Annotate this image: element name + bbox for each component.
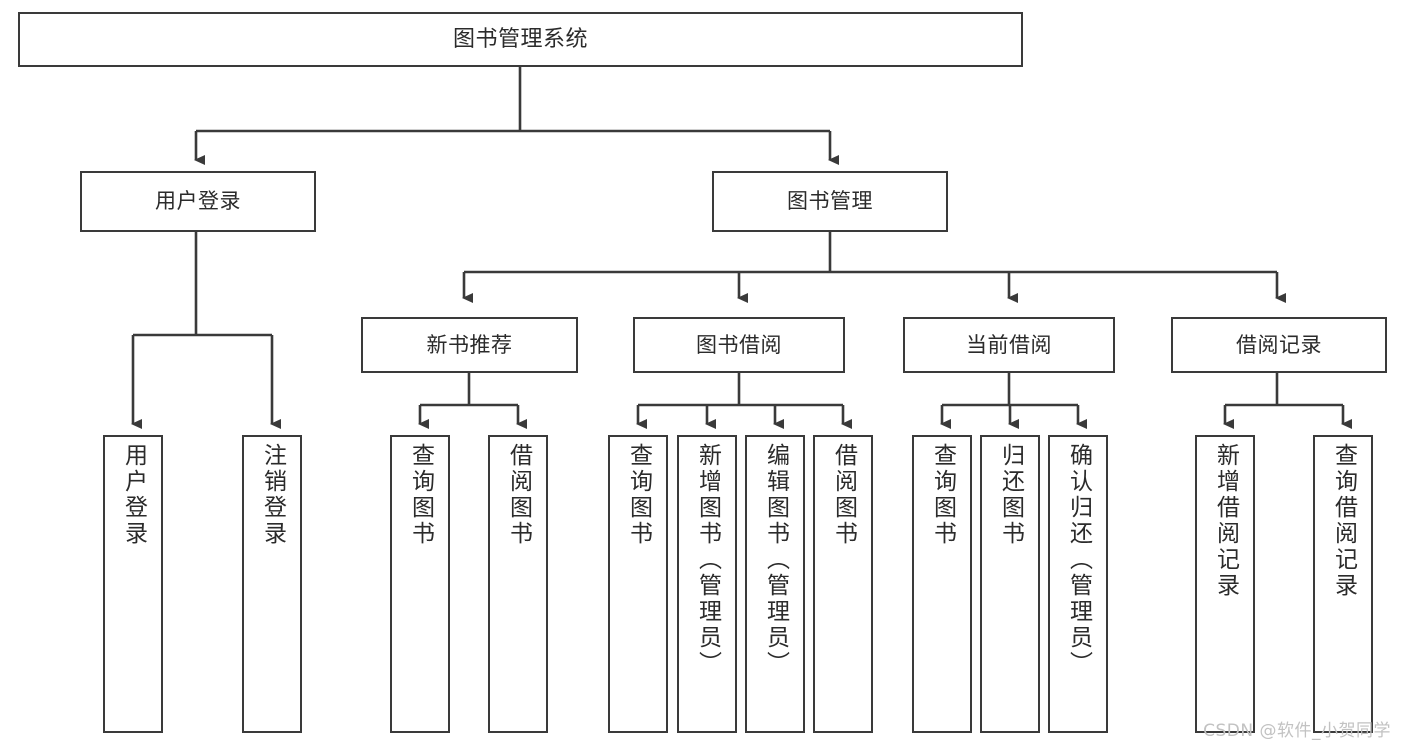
leaf-add-borrow-record-label: 新增借阅记录 [1212, 443, 1239, 599]
leaf-user-logout[interactable]: 注销登录 [242, 435, 302, 733]
leaf-edit-book-admin-label: 编辑图书（管理员） [762, 443, 789, 677]
leaf-return-book-label: 归还图书 [997, 443, 1024, 547]
node-user-login-label: 用户登录 [155, 189, 241, 214]
leaf-confirm-return-admin-label: 确认归还（管理员） [1065, 443, 1092, 677]
node-current-borrow[interactable]: 当前借阅 [903, 317, 1115, 373]
leaf-borrow-book-1-label: 借阅图书 [505, 443, 532, 547]
node-book-management-label: 图书管理 [787, 189, 873, 214]
leaf-query-book-3-label: 查询图书 [929, 443, 956, 547]
node-borrow-record-label: 借阅记录 [1236, 332, 1322, 357]
leaf-confirm-return-admin[interactable]: 确认归还（管理员） [1048, 435, 1108, 733]
leaf-borrow-book-2-label: 借阅图书 [830, 443, 857, 547]
leaf-query-book-1-label: 查询图书 [407, 443, 434, 547]
leaf-query-borrow-record[interactable]: 查询借阅记录 [1313, 435, 1373, 733]
node-root[interactable]: 图书管理系统 [18, 12, 1023, 67]
leaf-add-book-admin-label: 新增图书（管理员） [694, 443, 721, 677]
leaf-add-borrow-record[interactable]: 新增借阅记录 [1195, 435, 1255, 733]
node-new-book-recommend-label: 新书推荐 [426, 332, 513, 357]
node-book-management[interactable]: 图书管理 [712, 171, 948, 232]
node-root-label: 图书管理系统 [452, 26, 588, 52]
node-borrow-record[interactable]: 借阅记录 [1171, 317, 1387, 373]
leaf-query-borrow-record-label: 查询借阅记录 [1330, 443, 1357, 599]
leaf-user-logout-label: 注销登录 [259, 443, 286, 547]
leaf-borrow-book-2[interactable]: 借阅图书 [813, 435, 873, 733]
leaf-query-book-2[interactable]: 查询图书 [608, 435, 668, 733]
leaf-return-book[interactable]: 归还图书 [980, 435, 1040, 733]
leaf-user-login[interactable]: 用户登录 [103, 435, 163, 733]
leaf-borrow-book-1[interactable]: 借阅图书 [488, 435, 548, 733]
leaf-query-book-3[interactable]: 查询图书 [912, 435, 972, 733]
leaf-edit-book-admin[interactable]: 编辑图书（管理员） [745, 435, 805, 733]
node-book-borrow-label: 图书借阅 [696, 332, 782, 357]
leaf-add-book-admin[interactable]: 新增图书（管理员） [677, 435, 737, 733]
node-new-book-recommend[interactable]: 新书推荐 [361, 317, 578, 373]
leaf-query-book-1[interactable]: 查询图书 [390, 435, 450, 733]
watermark: CSDN @软件_小贺同学 [1203, 721, 1391, 741]
node-current-borrow-label: 当前借阅 [966, 332, 1052, 357]
node-user-login[interactable]: 用户登录 [80, 171, 316, 232]
leaf-query-book-2-label: 查询图书 [625, 443, 652, 547]
leaf-user-login-label: 用户登录 [120, 443, 147, 547]
node-book-borrow[interactable]: 图书借阅 [633, 317, 845, 373]
